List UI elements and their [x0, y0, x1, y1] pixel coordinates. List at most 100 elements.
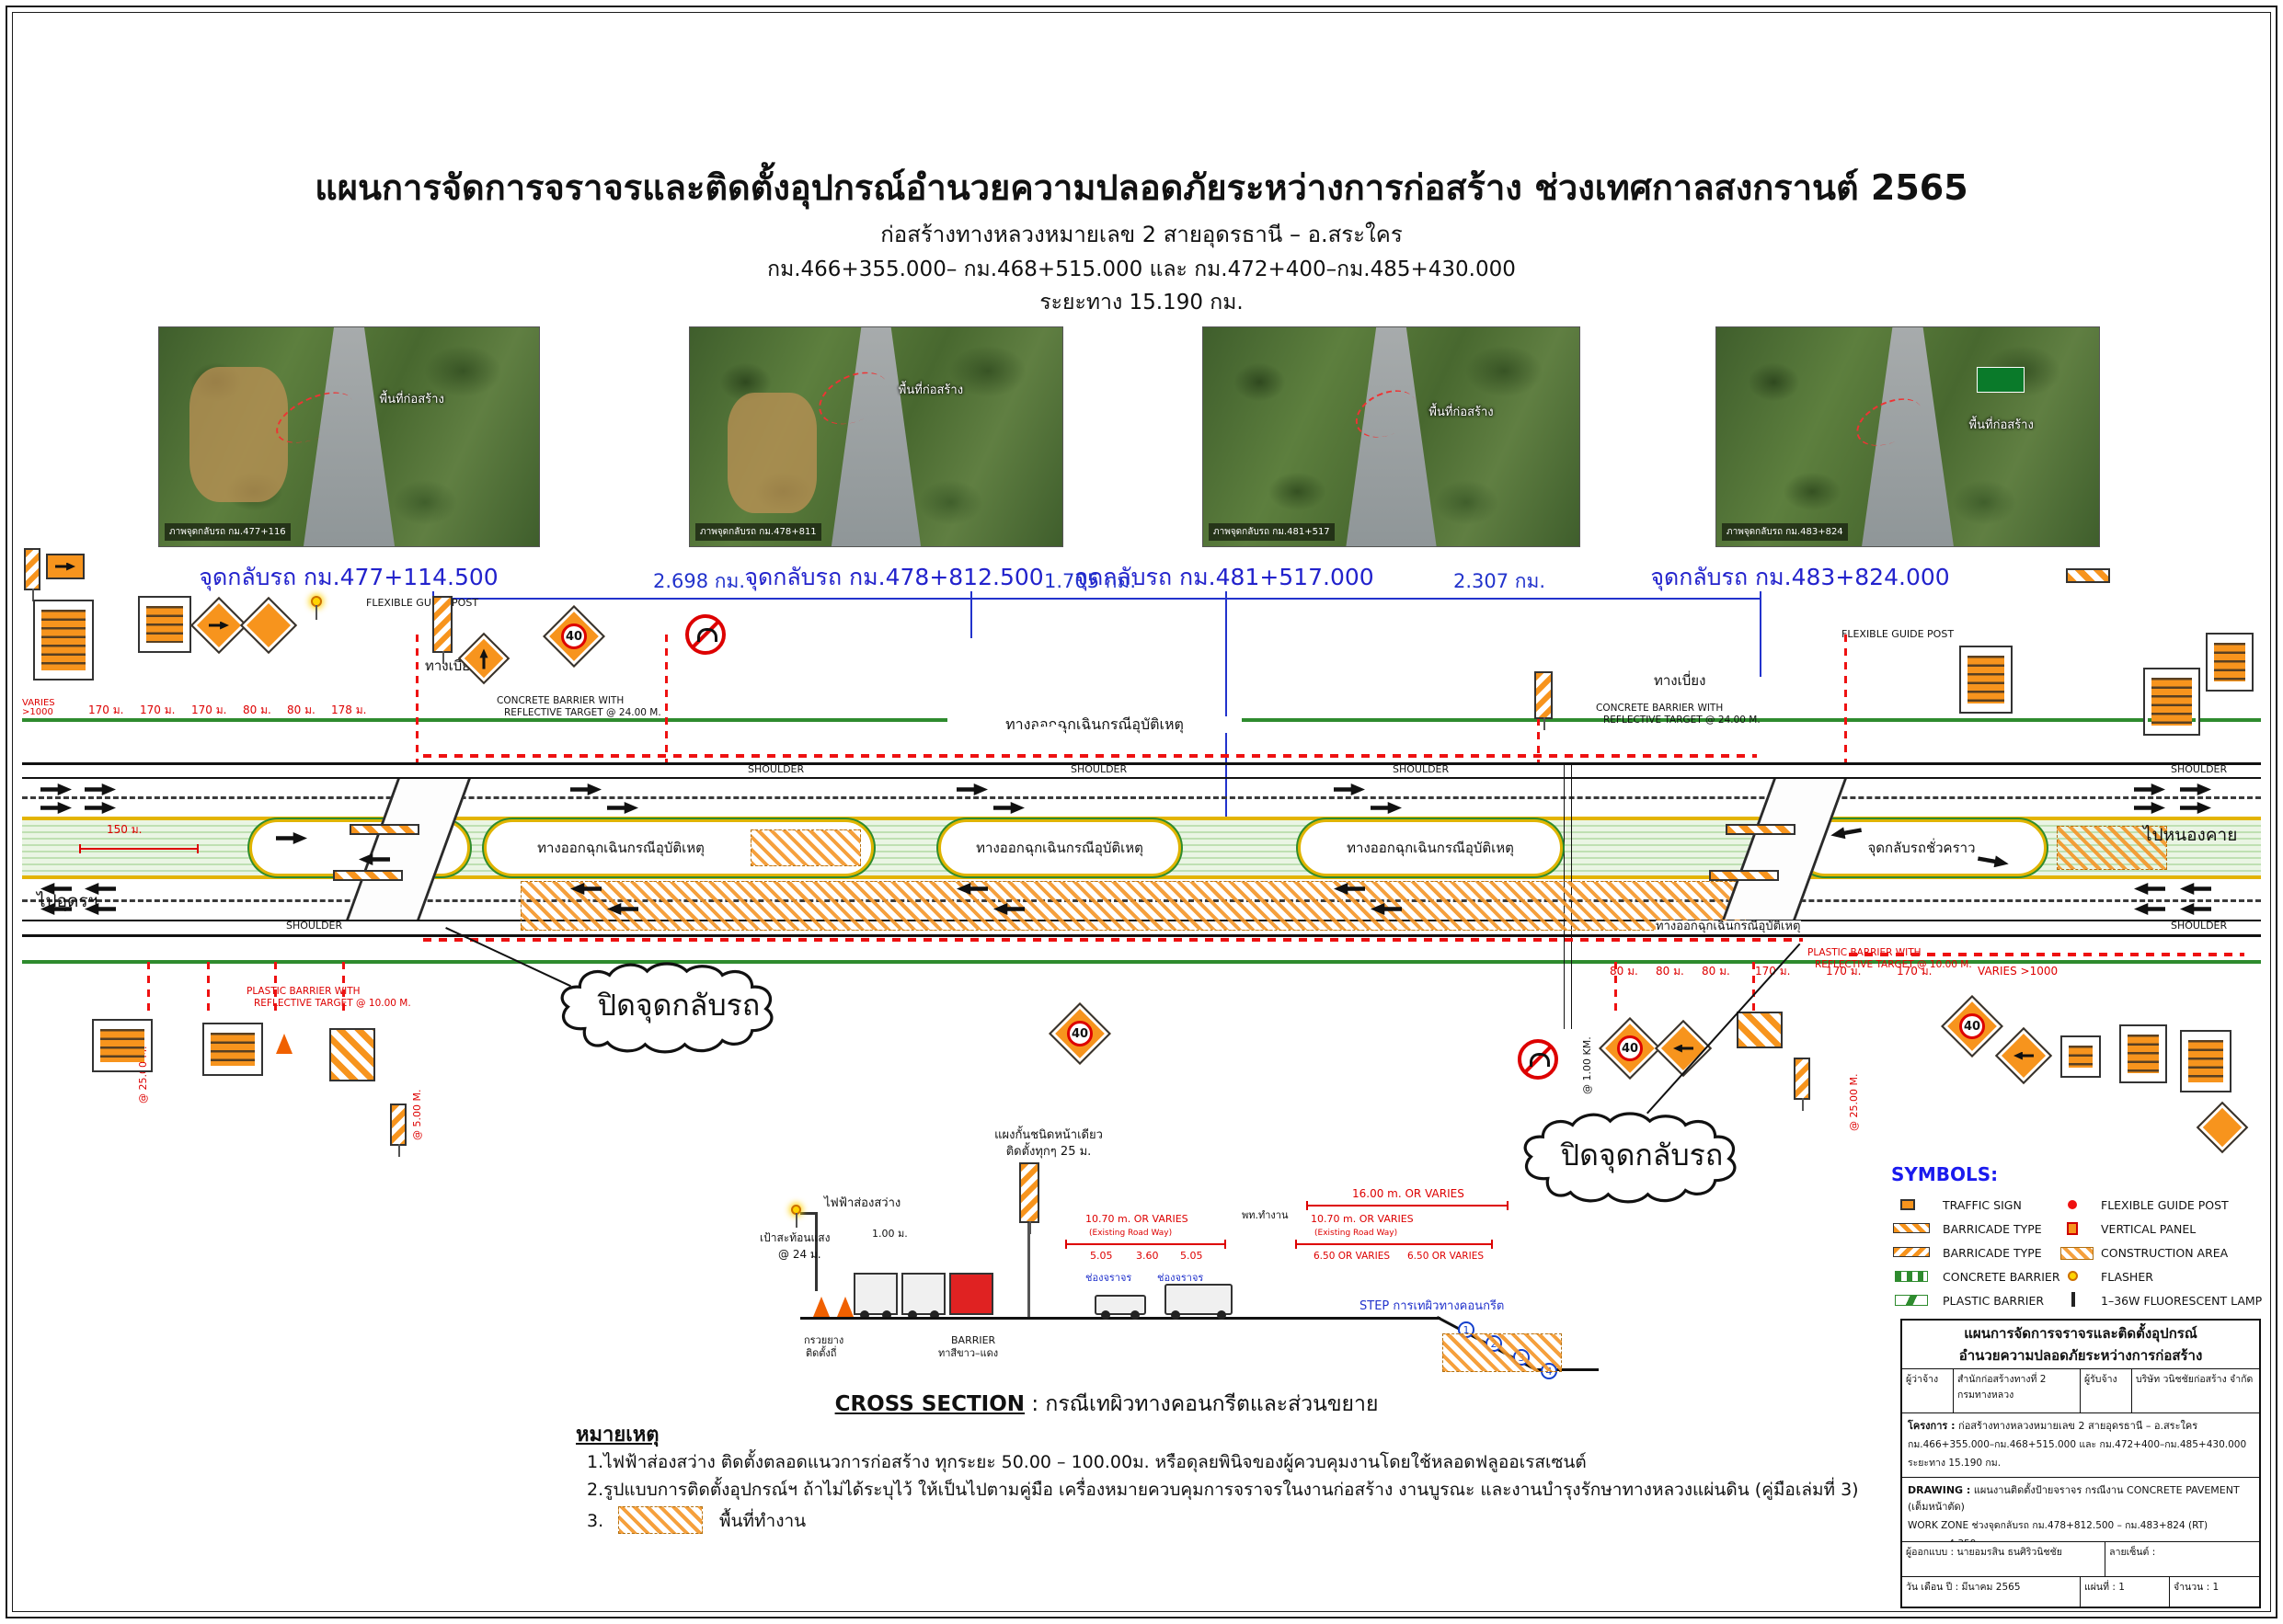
construction-info-sign — [2060, 1035, 2101, 1078]
construction-info-sign — [2206, 633, 2254, 692]
lane-arrow-icon — [40, 783, 72, 795]
traffic-cone-icon — [837, 1297, 854, 1317]
note-3-label: พื้นที่ทำงาน — [719, 1511, 807, 1531]
flexible-guide-post-label: FLEXIBLE GUIDE POST — [366, 597, 479, 609]
work-area-label: พท.ทำงาน — [1242, 1209, 1289, 1221]
lane-arrow-icon — [993, 802, 1025, 814]
cross-section-title-rest: : กรณีเทผิวทางคอนกรีตและส่วนขยาย — [1031, 1392, 1379, 1416]
legend-heading: SYMBOLS: — [1891, 1163, 1999, 1185]
title-block-title-1: แผนการจัดการจราจรและติดตั้งอุปกรณ์ — [1964, 1325, 2197, 1342]
project-line-2: กม.466+355.000–กม.468+515.000 และ กม.472… — [1908, 1439, 2247, 1450]
cone-label: ติดตั้งถี่ — [806, 1347, 837, 1359]
construction-info-sign — [2143, 668, 2200, 736]
plastic-barrier-line — [1849, 953, 2244, 956]
page-title: แผนการจัดการจราจรและติดตั้งอุปกรณ์อำนวยค… — [315, 167, 1968, 208]
height-dim-label: 1.00 ม. — [872, 1228, 908, 1240]
lane-arrow-icon — [570, 783, 602, 795]
spacing-1km-label: @ 1.00 KM. — [1581, 1036, 1593, 1094]
speed-value: 40 — [561, 623, 587, 649]
dim-label-2: 1.705 กม. — [1044, 570, 1137, 592]
lane-arrow-icon — [1371, 802, 1402, 814]
spacing-dim: 80 ม. — [287, 703, 315, 716]
barrier-leader — [1614, 962, 1617, 1015]
callout-close-uturn-1: ปิดจุดกลับรถ — [550, 958, 808, 1059]
traffic-cone-icon — [276, 1034, 293, 1054]
emergency-exit-label-top: ทางออกฉุกเฉินกรณีอุบัติเหตุ — [947, 715, 1242, 734]
barrier-leader — [274, 962, 277, 1017]
lane-arrow-icon — [85, 783, 116, 795]
drawing-line-2: WORK ZONE ช่วงจุดกลับรถ กม.478+812.500 –… — [1908, 1520, 2208, 1531]
lane-arrow-icon — [2134, 883, 2165, 895]
owner-line-1: สำนักก่อสร้างทางที่ 2 — [1957, 1374, 2047, 1385]
existing-roadway-label: (Existing Road Way) — [1314, 1229, 1398, 1238]
speed-value: 40 — [1959, 1013, 1985, 1039]
legend-label: VERTICAL PANEL — [2101, 1222, 2197, 1236]
photo-overlay-label: พื้นที่ก่อสร้าง — [379, 392, 444, 406]
emergency-exit-opening-1 — [484, 819, 874, 876]
dim-line — [1306, 1201, 1509, 1210]
lane-arrow-icon — [2134, 802, 2165, 814]
flasher-icon — [311, 596, 322, 620]
speed-circle: 40 — [1952, 1006, 1992, 1046]
ground-line — [800, 1317, 1440, 1320]
lane-arrow-icon — [2180, 783, 2211, 795]
barrier-leader — [342, 962, 345, 1017]
barricade-icon — [329, 1028, 375, 1081]
emergency-exit-opening-2 — [938, 819, 1181, 876]
aerial-photo-3: พื้นที่ก่อสร้าง ภาพจุดกลับรถ กม.481+517 — [1202, 326, 1580, 547]
speed-limit-sign: 40 — [1049, 1002, 1111, 1065]
callout-text: ปิดจุดกลับรถ — [1560, 1137, 1724, 1172]
project-label: โครงการ : — [1908, 1420, 1956, 1432]
speed-value: 40 — [1067, 1021, 1093, 1046]
designer-cell: ผู้ออกแบบ : นายอมรสิน ธนศิริวนิชชัย — [1902, 1542, 2106, 1576]
reflective-target-label: เป้าสะท้อนแสง — [760, 1231, 831, 1244]
arrow-icon — [209, 622, 229, 630]
barricade-icon — [1737, 1012, 1783, 1048]
designer-name: นายอมรสิน ธนศิริวนิชชัย — [1956, 1547, 2062, 1558]
lane-arrow-icon — [40, 802, 72, 814]
apology-sign — [202, 1023, 263, 1076]
step-label: STEP การเทผิวทางคอนกรีต — [1359, 1299, 1505, 1313]
cloud-shape — [1523, 1112, 1737, 1204]
barrier-label: ทาสีขาว–แดง — [938, 1347, 999, 1359]
lane-arrow-icon — [2134, 783, 2165, 795]
emergency-exit-text: ทางออกฉุกเฉินกรณีอุบัติเหตุ — [537, 840, 705, 856]
dim-line — [1065, 1240, 1226, 1249]
sheet-value: 1 — [2118, 1582, 2125, 1593]
barrier-leader — [147, 962, 150, 1017]
contractor-label: ผู้รับจ้าง — [2081, 1369, 2132, 1412]
speed-circle: 40 — [1610, 1028, 1650, 1069]
vertical-panel-icon — [1019, 1162, 1039, 1234]
warning-sign — [2196, 1101, 2249, 1154]
concrete-barrier-line — [423, 754, 1757, 758]
dim-505-label: 5.05 — [1180, 1250, 1203, 1262]
photo-note: ภาพจุดกลับรถ กม.477+116 — [165, 523, 291, 541]
vertical-panel-icon — [24, 548, 40, 601]
keep-right-sign — [46, 554, 85, 579]
title-block-parties: ผู้ว่าจ้าง สำนักก่อสร้างทางที่ 2 กรมทางห… — [1902, 1368, 2259, 1412]
barricade-icon — [2066, 568, 2110, 583]
title-block-project: โครงการ : ก่อสร้างทางหลวงหมายเลข 2 สายอุ… — [1902, 1412, 2259, 1477]
flexible-guide-post-label: FLEXIBLE GUIDE POST — [1841, 628, 1955, 640]
legend-label: FLEXIBLE GUIDE POST — [2101, 1198, 2229, 1212]
median-dim-label: 150 ม. — [107, 823, 143, 836]
cloud-shape — [560, 962, 774, 1054]
photo-caption-4: จุดกลับรถ กม.483+824.000 — [1650, 564, 1950, 590]
rest-area-sign — [92, 1019, 153, 1072]
dim-16m-label: 16.00 m. OR VARIES — [1352, 1187, 1464, 1200]
emergency-exit-label-bottom: ทางออกฉุกเฉินกรณีอุบัติเหตุ — [1656, 920, 1801, 934]
reflective-spacing-label: @ 24 ม. — [778, 1248, 821, 1261]
panel-post — [1027, 1223, 1030, 1317]
plastic-barrier-icon — [1895, 1295, 1928, 1306]
photo-note: ภาพจุดกลับรถ กม.483+824 — [1722, 523, 1848, 541]
count-label: จำนวน : — [2174, 1582, 2210, 1593]
existing-roadway-label: (Existing Road Way) — [1089, 1229, 1173, 1238]
spacing-dim: 80 ม. — [243, 703, 271, 716]
lamp-icon — [791, 1205, 801, 1228]
spacing-dim: 170 ม. — [191, 703, 227, 716]
temporary-uturn-text: จุดกลับรถชั่วคราว — [1867, 840, 1976, 856]
barrier-leader — [1752, 962, 1755, 1026]
dim-label-3: 2.307 กม. — [1453, 570, 1546, 592]
designer-label: ผู้ออกแบบ : — [1906, 1547, 1955, 1558]
median-dim-line — [79, 844, 199, 853]
